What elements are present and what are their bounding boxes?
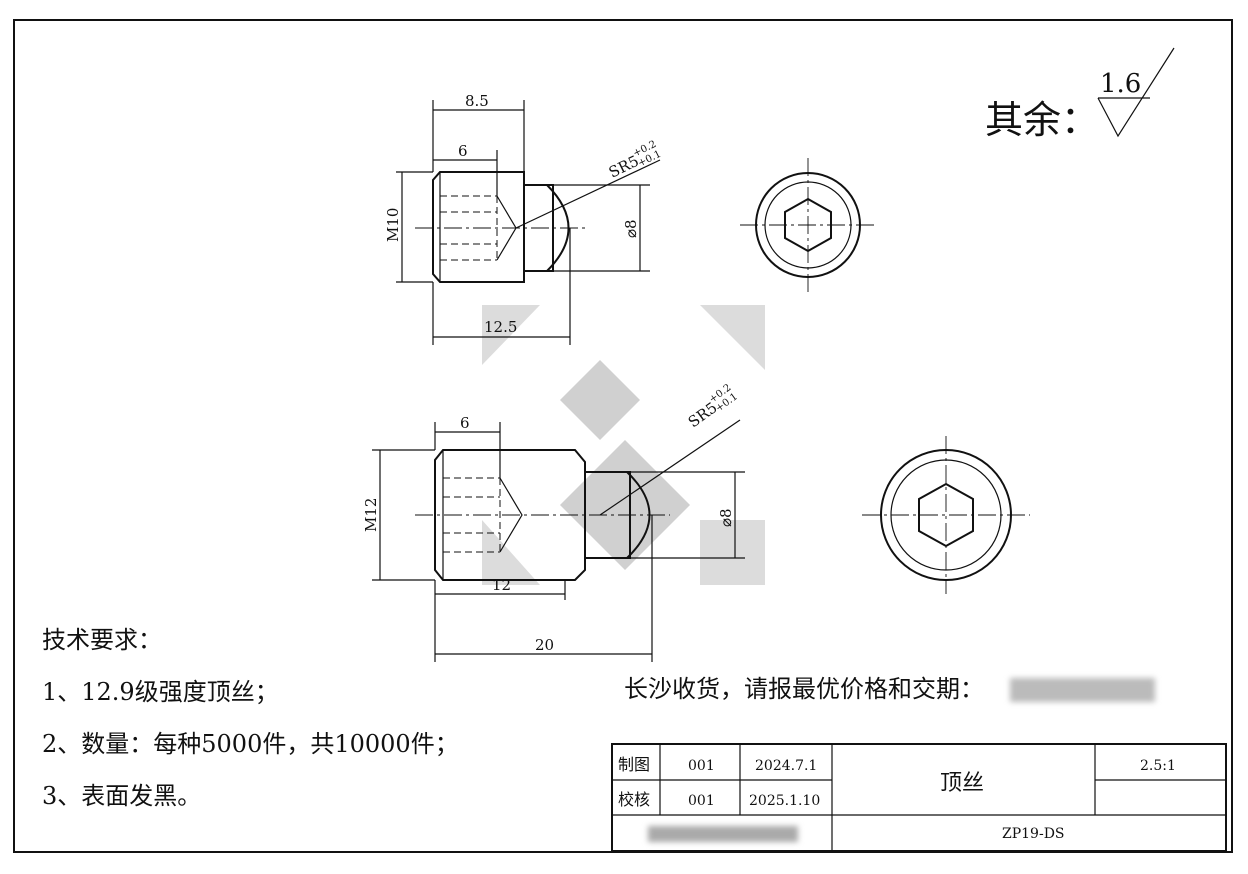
checked-by: 001: [688, 793, 715, 809]
requirement-item: 1、12.9级强度顶丝；: [42, 678, 279, 706]
drawn-label: 制图: [618, 755, 650, 774]
dim-6-bottom: 6: [460, 414, 470, 432]
watermark-logo: [482, 305, 765, 585]
drawn-date: 2024.7.1: [755, 758, 817, 774]
roughness-label: 其余：: [985, 98, 1099, 142]
dim-m10: M10: [384, 208, 402, 242]
part-top-end-view: [740, 158, 876, 292]
part-bottom-end-view: [862, 436, 1030, 594]
dim-dia-8: ⌀8: [622, 219, 640, 238]
drawn-by: 001: [688, 758, 715, 774]
dim-m12: M12: [362, 498, 380, 532]
title-block: 制图 001 2024.7.1 校核 001 2025.1.10 顶丝 2.5:…: [611, 743, 1227, 852]
roughness-value: 1.6: [1100, 69, 1141, 99]
redacted-company: [648, 826, 798, 842]
scale: 2.5:1: [1140, 758, 1176, 774]
requirement-item: 3、表面发黑。: [42, 782, 202, 810]
drawing-number: ZP19-DS: [1002, 826, 1065, 842]
checked-label: 校核: [618, 790, 650, 809]
dim-20: 20: [535, 636, 554, 654]
dim-dia-8-bottom: ⌀8: [717, 508, 735, 527]
checked-date: 2025.1.10: [749, 793, 820, 809]
dim-8-5: 8.5: [465, 92, 489, 110]
part-name: 顶丝: [940, 771, 984, 796]
requirements-title: 技术要求：: [42, 626, 162, 654]
dim-12: 12: [492, 576, 511, 594]
redacted-contact: [1010, 678, 1155, 702]
dim-6: 6: [458, 142, 468, 160]
roughness-symbol-icon: [1097, 47, 1175, 138]
requirement-item: 2、数量：每种5000件，共10000件；: [42, 730, 459, 758]
part-bottom-side-view: 6 12 20 M12 ⌀8 SR5 +0.2 +0.1: [362, 382, 745, 662]
request-note: 长沙收货，请报最优价格和交期：: [624, 675, 984, 703]
dim-12-5: 12.5: [484, 318, 517, 336]
